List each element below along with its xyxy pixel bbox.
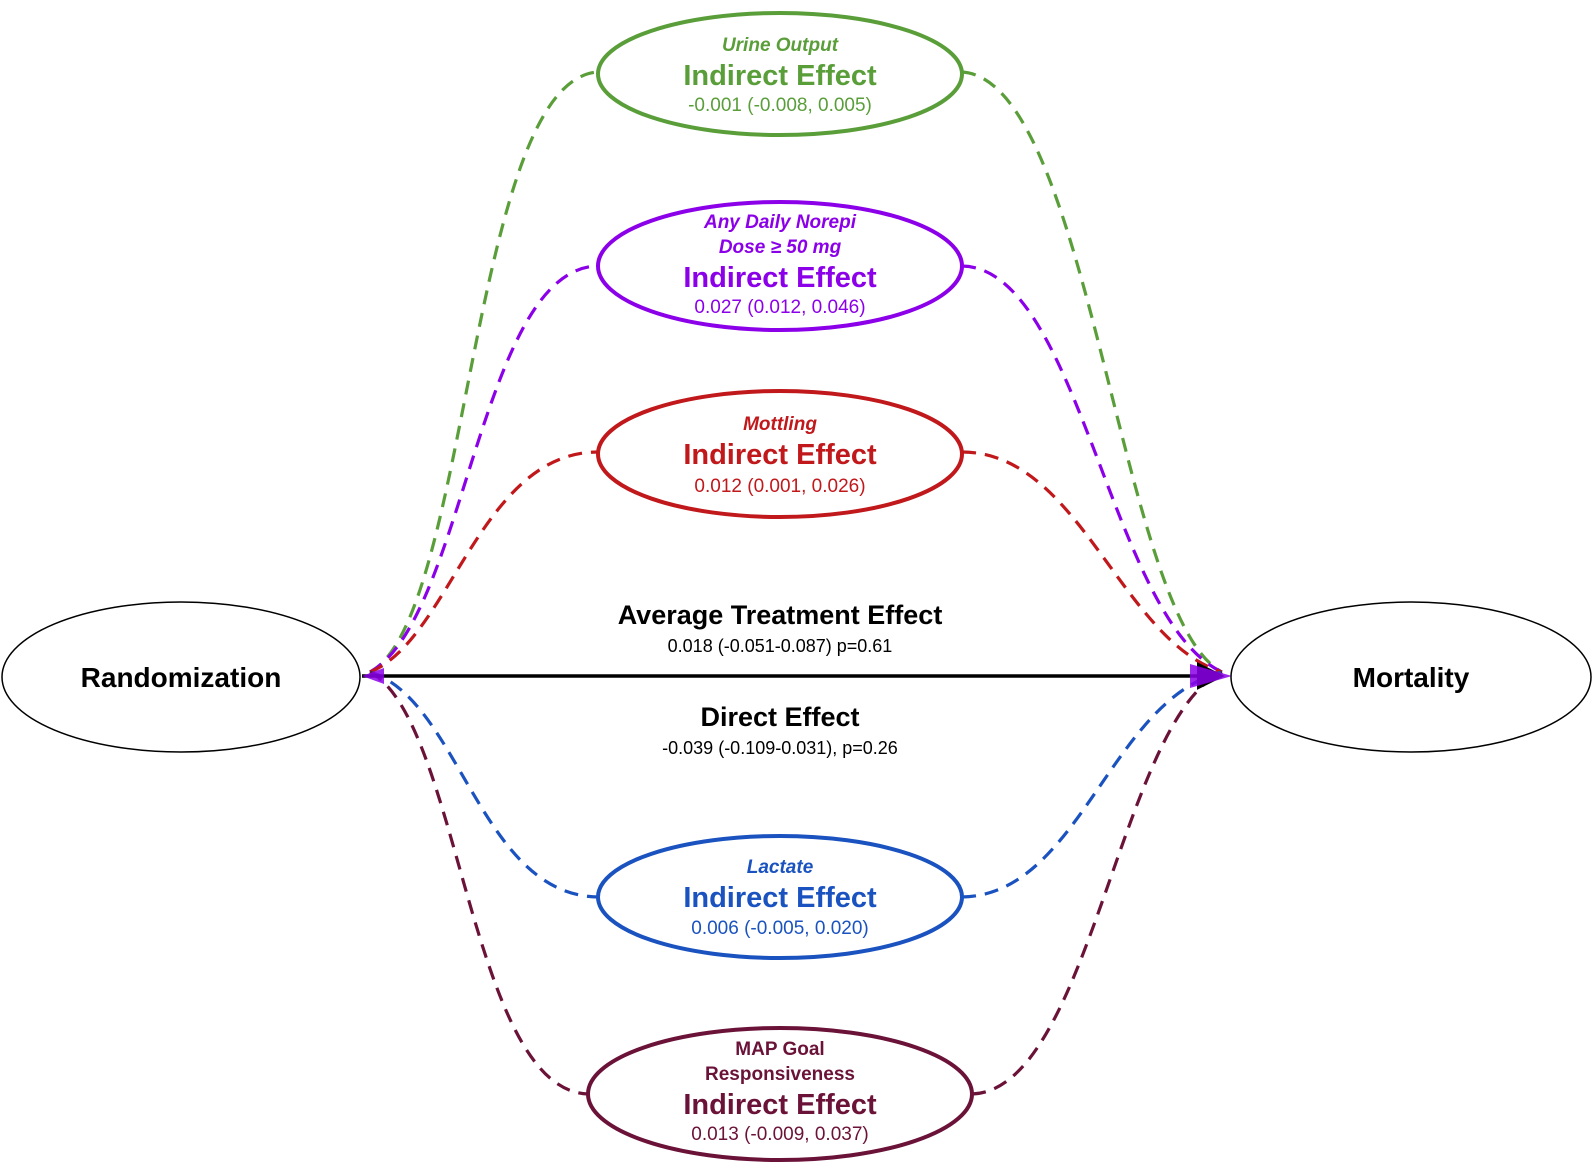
indirect-effect-title: Indirect Effect	[683, 1089, 877, 1121]
mediator-urine-output: Urine Output Indirect Effect -0.001 (-0.…	[596, 11, 964, 137]
exposure-label: Randomization	[81, 662, 282, 693]
mediator-ellipse	[596, 834, 964, 960]
mediator-name-line-1: Any Daily Norepi	[703, 212, 857, 233]
path-lactate	[369, 670, 1223, 899]
direct-effect-title: Direct Effect	[700, 702, 859, 732]
arrowhead-exposure	[362, 668, 384, 684]
indirect-effect-title: Indirect Effect	[683, 262, 877, 294]
indirect-effect-value: 0.012 (0.001, 0.026)	[694, 476, 865, 497]
indirect-effect-title: Indirect Effect	[683, 60, 877, 92]
total-effect-title: Average Treatment Effect	[618, 600, 943, 630]
mediator-name: Urine Output	[722, 35, 839, 56]
mediator-name-line-1: MAP Goal	[735, 1039, 824, 1060]
indirect-effect-title: Indirect Effect	[683, 439, 877, 471]
mediator-name-line-2: Responsiveness	[705, 1064, 855, 1085]
exposure-node: Randomization	[1, 601, 361, 753]
path-map-goal	[369, 670, 1223, 1096]
mediator-ellipse	[596, 200, 964, 332]
indirect-effect-value: 0.013 (-0.009, 0.037)	[691, 1124, 868, 1145]
mediator-name: Mottling	[743, 414, 817, 435]
mediator-ellipse	[596, 389, 964, 519]
indirect-effect-title: Indirect Effect	[683, 882, 877, 914]
mediator-paths	[369, 70, 1223, 1096]
mediator-name: Lactate	[747, 857, 814, 878]
mediator-lactate: Lactate Indirect Effect 0.006 (-0.005, 0…	[596, 834, 964, 960]
path-norepi-dose	[369, 264, 1223, 674]
path-urine-output	[369, 70, 1223, 674]
mediator-map-goal: MAP Goal Responsiveness Indirect Effect …	[586, 1026, 974, 1162]
mediator-ellipse	[586, 1026, 974, 1162]
indirect-effect-value: 0.027 (0.012, 0.046)	[694, 297, 865, 318]
arrowhead-outcome	[1190, 664, 1232, 688]
total-effect-value: 0.018 (-0.051-0.087) p=0.61	[668, 636, 893, 656]
mediator-mottling: Mottling Indirect Effect 0.012 (0.001, 0…	[596, 389, 964, 519]
outcome-node: Mortality	[1230, 601, 1592, 753]
indirect-effect-value: -0.001 (-0.008, 0.005)	[688, 95, 872, 116]
mediator-ellipse	[596, 11, 964, 137]
mediator-norepi-dose: Any Daily Norepi Dose ≥ 50 mg Indirect E…	[596, 200, 964, 332]
direct-effect-label: Direct Effect -0.039 (-0.109-0.031), p=0…	[662, 702, 898, 758]
total-effect-label: Average Treatment Effect 0.018 (-0.051-0…	[618, 600, 943, 656]
path-mottling	[369, 450, 1223, 674]
mediator-name-line-2: Dose ≥ 50 mg	[719, 237, 842, 258]
indirect-effect-value: 0.006 (-0.005, 0.020)	[691, 918, 868, 939]
outcome-label: Mortality	[1353, 662, 1470, 693]
direct-effect-value: -0.039 (-0.109-0.031), p=0.26	[662, 738, 898, 758]
